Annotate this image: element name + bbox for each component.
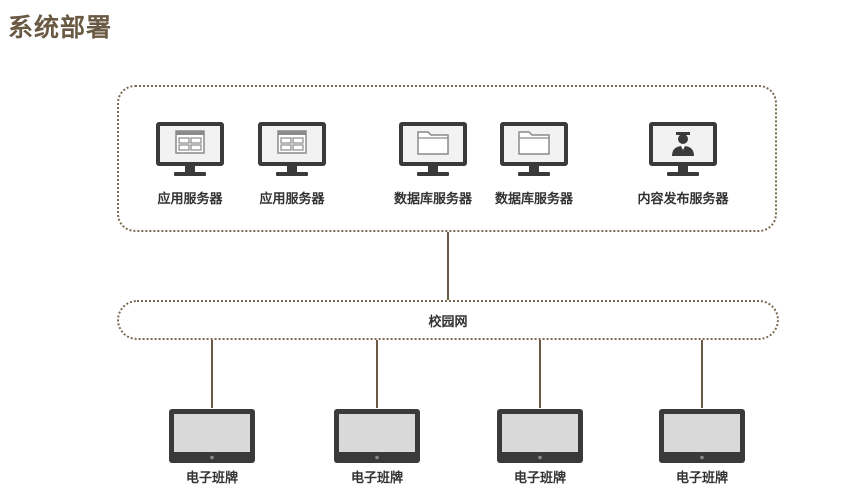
server-label: 应用服务器 bbox=[157, 192, 223, 207]
server-group bbox=[117, 85, 777, 232]
person-icon bbox=[672, 132, 694, 156]
class-board-monitor bbox=[659, 409, 745, 463]
folder-icon bbox=[417, 131, 449, 155]
app-window-icon bbox=[175, 130, 205, 154]
server-label: 数据库服务器 bbox=[393, 192, 472, 207]
server-monitor-content bbox=[649, 122, 717, 176]
device-label: 电子班牌 bbox=[185, 471, 238, 486]
folder-icon bbox=[518, 131, 550, 155]
server-monitor-db-2 bbox=[500, 122, 568, 176]
app-window-icon bbox=[277, 130, 307, 154]
device-link-line bbox=[211, 340, 213, 408]
class-board-monitor bbox=[497, 409, 583, 463]
campus-network: 校园网 bbox=[117, 300, 779, 340]
device-label: 电子班牌 bbox=[675, 471, 728, 486]
device-label: 电子班牌 bbox=[513, 471, 566, 486]
server-label: 应用服务器 bbox=[259, 192, 325, 207]
server-label: 数据库服务器 bbox=[494, 192, 573, 207]
class-board-monitor bbox=[334, 409, 420, 463]
device-link-line bbox=[701, 340, 703, 408]
server-monitor-app-2 bbox=[258, 122, 326, 176]
server-monitor-app-1 bbox=[156, 122, 224, 176]
server-monitor-db-1 bbox=[399, 122, 467, 176]
uplink-line bbox=[447, 232, 449, 300]
device-label: 电子班牌 bbox=[350, 471, 403, 486]
device-link-line bbox=[376, 340, 378, 408]
class-board-monitor bbox=[169, 409, 255, 463]
device-link-line bbox=[539, 340, 541, 408]
server-label: 内容发布服务器 bbox=[637, 192, 729, 207]
network-label: 校园网 bbox=[428, 314, 468, 330]
page-title: 系统部署 bbox=[8, 13, 113, 42]
